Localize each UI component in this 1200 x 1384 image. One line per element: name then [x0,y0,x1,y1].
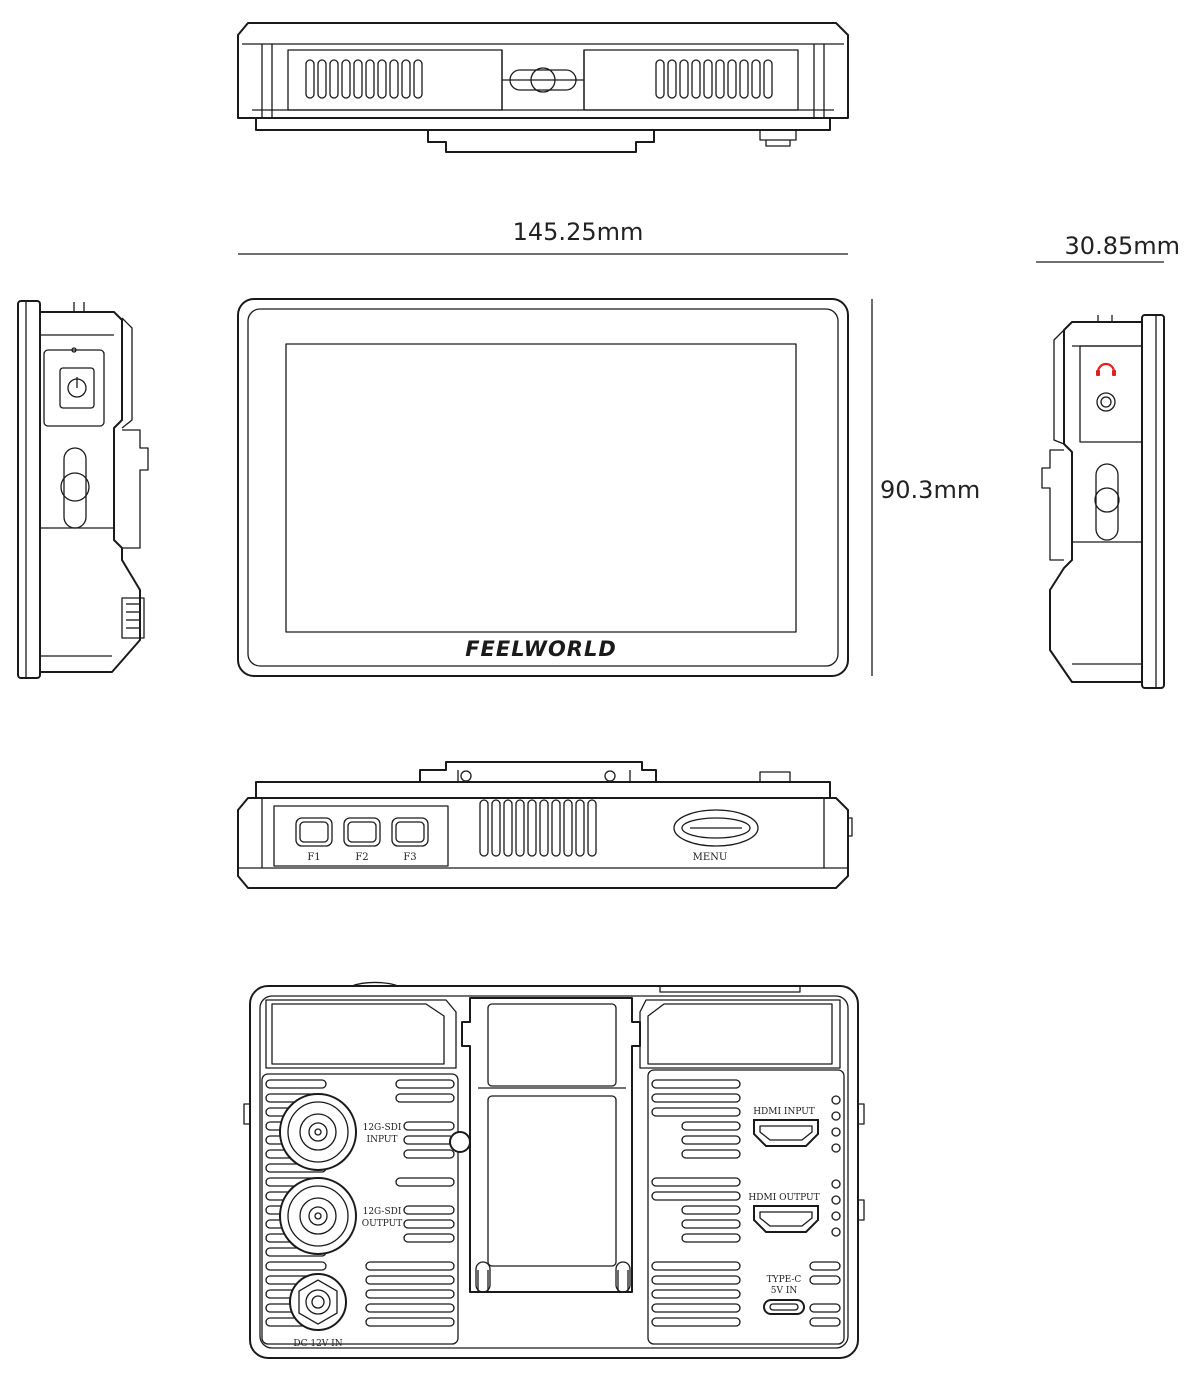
right-dots [831,1095,841,1237]
headphone-icon [1096,362,1116,376]
sdi-input-label-2: INPUT [367,1135,398,1145]
f1-button[interactable] [295,817,333,847]
f3-button[interactable] [391,817,429,847]
f2-label: F2 [355,852,368,863]
depth-dimension: 30.85mm [1036,232,1180,263]
screen-area [285,343,797,633]
hdmi-output-label: HDMI OUTPUT [748,1193,819,1203]
f1-label: F1 [307,852,320,863]
sdi-output-label-1: 12G-SDI [363,1207,402,1217]
bottom-view: F1 F2 F3 MENU [237,761,853,889]
right-side-view [1041,314,1165,689]
brand-logo: FEELWORLD [465,637,617,661]
typec-label-1: TYPE-C [767,1275,802,1285]
right-fins [651,1079,841,1327]
sdi-input-bnc [279,1093,357,1171]
hdmi-output-port [753,1205,819,1233]
bottom-vent [479,799,597,857]
left-side-view [17,300,149,679]
sdi-input-label-1: 12G-SDI [363,1123,402,1133]
top-vent-left [305,59,423,99]
hdmi-input-port [753,1119,819,1147]
dc-in-label: DC 12V IN [293,1339,342,1349]
width-dimension: 145.25mm [238,218,848,255]
top-view [237,22,849,153]
back-view: 12G-SDI INPUT 12G-SDI OUTPUT DC 12V IN [243,981,865,1359]
dc-in-connector [289,1273,347,1331]
front-view: FEELWORLD [237,298,849,677]
sdi-output-label-2: OUTPUT [362,1219,402,1229]
depth-label: 30.85mm [1065,232,1180,260]
f-buttons: F1 F2 F3 [295,817,429,863]
typec-label-2: 5V IN [771,1286,798,1296]
hdmi-input-label: HDMI INPUT [753,1107,815,1117]
width-label: 145.25mm [513,218,644,246]
power-button [59,367,95,409]
top-vent-right [655,59,773,99]
headphone-jack [1096,392,1116,412]
height-label: 90.3mm [880,476,980,504]
sdi-output-bnc [279,1177,357,1255]
height-dimension: 90.3mm [871,299,980,676]
f2-button[interactable] [343,817,381,847]
f3-label: F3 [403,852,416,863]
menu-dial[interactable] [673,809,759,847]
typec-port [763,1299,805,1315]
menu-label: MENU [693,852,728,863]
